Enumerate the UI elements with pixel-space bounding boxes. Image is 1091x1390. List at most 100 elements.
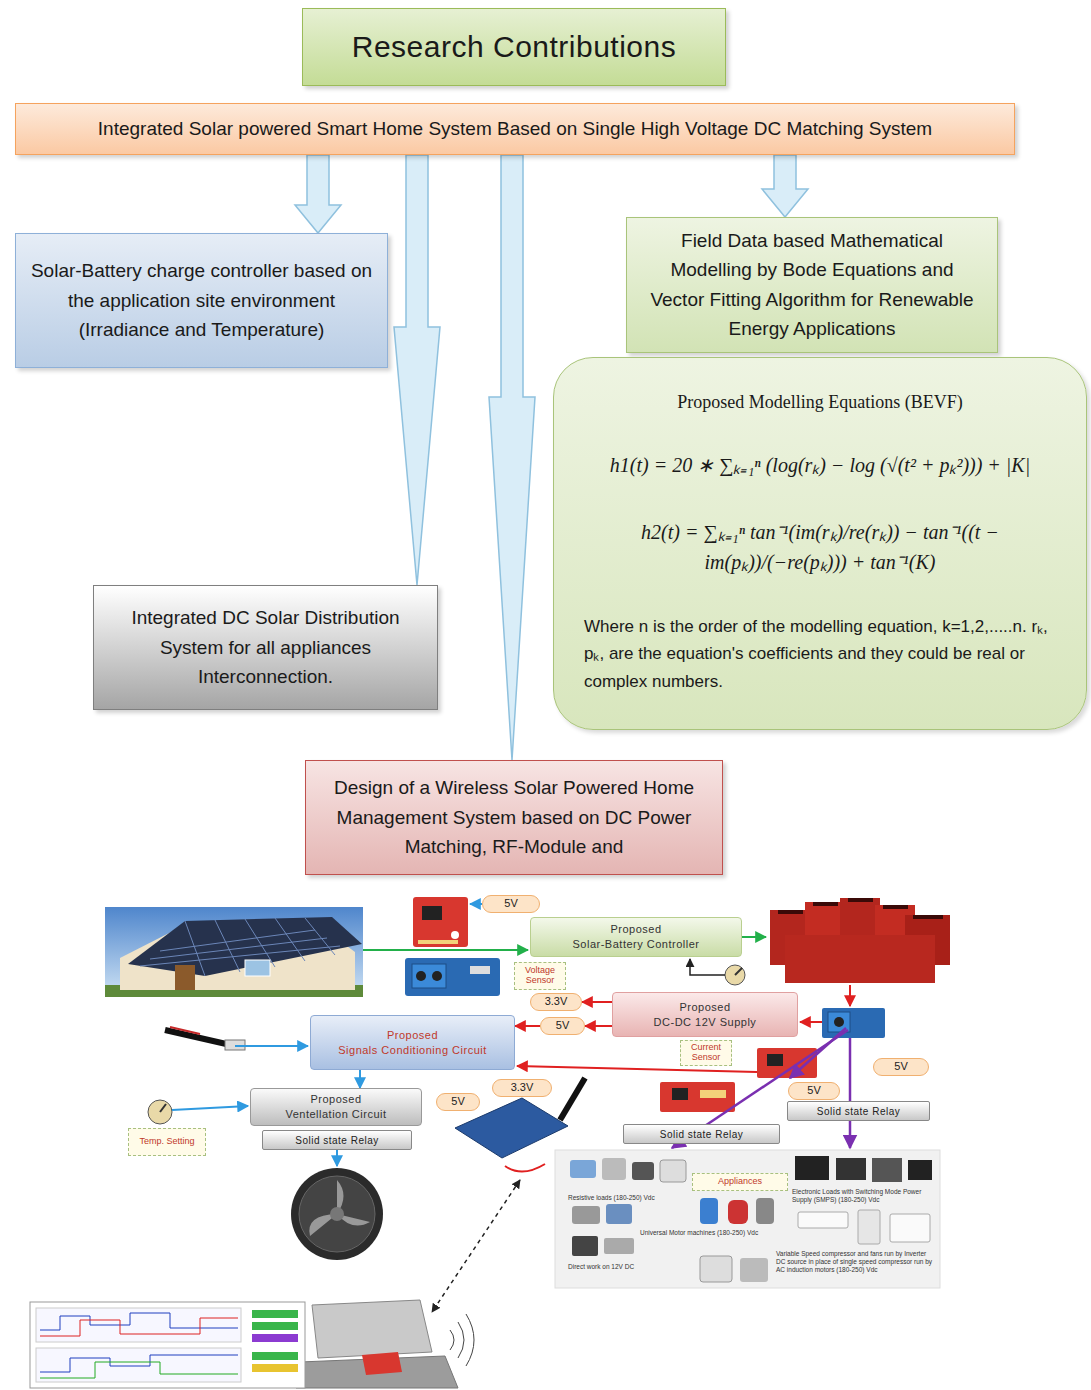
connector-arrow: [515, 1025, 540, 1027]
monitoring-chart: [40, 1313, 238, 1330]
variable-resistor: [725, 965, 745, 985]
node-text: Where n is the order of the modelling eq…: [584, 613, 1056, 695]
sensor-board: [413, 897, 468, 947]
battery-bank: [785, 935, 935, 983]
appliance-collage: [740, 1258, 768, 1282]
contribution-box: Integrated DC Solar Distribution System …: [93, 585, 438, 710]
sensor-board: [422, 906, 442, 920]
current-sensor-board: [660, 1082, 735, 1112]
laptop-picture: [296, 1300, 474, 1388]
voltage-sensor-board: [416, 971, 426, 981]
node-text: Proposed: [387, 1028, 438, 1043]
relay-box: Solid state Relay: [262, 1130, 412, 1150]
fan-picture: [291, 1168, 383, 1260]
appliance-collage: [728, 1200, 748, 1224]
appliance-collage: [795, 1156, 829, 1180]
appliance-collage: [798, 1212, 848, 1228]
xbee-module: [432, 1180, 520, 1312]
node-text: Proposed: [310, 1092, 361, 1107]
connector-arrow: [489, 155, 535, 760]
temperature-knob: [148, 1100, 172, 1124]
connector-arrow: [295, 155, 341, 233]
node-text: h2(t) = ∑ₖ₌₁ⁿ tan⁻¹(im(rₖ)/re(rₖ)) − tan…: [584, 517, 1056, 577]
node-text: Signals Conditioning Circuit: [338, 1043, 487, 1058]
battery-bank: [770, 898, 950, 983]
current-sensor-board: [672, 1088, 688, 1100]
appliance-collage: [700, 1198, 718, 1224]
monitoring-chart: [252, 1322, 298, 1330]
appliance-collage: [602, 1158, 626, 1180]
node-text: Solid state Relay: [817, 1105, 901, 1118]
terminal-module: [822, 1008, 885, 1038]
voltage-tag: 5V: [482, 895, 540, 913]
temperature-knob: [160, 1104, 166, 1112]
node-text: Field Data based Mathematical Modelling …: [641, 226, 983, 344]
monitoring-chart: [30, 1302, 305, 1388]
signal-wire: [690, 959, 725, 975]
appliance-note: Universal Motor machines (180-250) Vdc: [640, 1229, 770, 1237]
voltage-sensor-board: [405, 958, 500, 996]
signal-wire: [849, 985, 851, 1006]
appliance-note: Variable Speed compressor and fans run b…: [776, 1250, 936, 1274]
node-text: DC-DC 12V Supply: [654, 1015, 757, 1030]
node-text: Appliances: [718, 1177, 762, 1187]
supply-box: ProposedDC-DC 12V Supply: [612, 992, 798, 1037]
laptop-picture: [450, 1314, 474, 1366]
sensor-board: [413, 897, 468, 947]
signal-wire: [849, 1038, 852, 1148]
signal-wire: [172, 1106, 248, 1110]
monitoring-chart: [40, 1355, 238, 1372]
circuit-box: ProposedVentellation Circuit: [250, 1088, 422, 1126]
appliance-collage: [572, 1236, 598, 1256]
appliance-collage: [570, 1160, 596, 1178]
signal-wire: [790, 1028, 846, 1078]
node-text: Research Contributions: [352, 24, 677, 71]
circuit-box: ProposedSignals Conditioning Circuit: [310, 1015, 515, 1070]
appliance-collage: [756, 1198, 774, 1224]
appliance-collage: [604, 1238, 634, 1254]
voltage-sensor-board: [470, 966, 490, 974]
node-text: Proposed Modelling Equations (BEVF): [584, 392, 1056, 413]
controller-box: ProposedSolar-Battery Controller: [530, 917, 742, 957]
node-text: 5V: [807, 1084, 820, 1098]
node-text: h1(t) = 20 ∗ ∑ₖ₌₁ⁿ (log(rₖ) − log (√(t² …: [584, 450, 1056, 480]
temperature-probe: [165, 1027, 245, 1050]
node-text: 3.3V: [545, 995, 568, 1009]
xbee-module: [505, 1164, 545, 1172]
appliance-collage: [890, 1214, 930, 1242]
node-text: Proposed: [679, 1000, 730, 1015]
relay-box: Solid state Relay: [623, 1124, 780, 1144]
monitoring-chart: [252, 1310, 298, 1318]
appliance-note: Resistive loads (180-250) Vdc: [568, 1194, 686, 1202]
solar-house-photo: [105, 907, 363, 997]
contribution-box: Design of a Wireless Solar Powered Home …: [305, 760, 723, 875]
node-text: 5V: [504, 897, 517, 911]
monitoring-chart: [40, 1362, 238, 1378]
appliance-collage: [555, 1150, 940, 1288]
terminal-module: [834, 1017, 844, 1027]
sensor-tag: Current Sensor: [680, 1040, 732, 1066]
fan-picture: [309, 1180, 370, 1236]
signal-wire: [363, 949, 528, 951]
voltage-tag: 5V: [436, 1093, 480, 1111]
monitoring-chart: [252, 1364, 298, 1372]
node-text: Integrated DC Solar Distribution System …: [108, 603, 423, 691]
monitoring-chart: [252, 1352, 298, 1360]
voltage-tag: 5V: [540, 1017, 585, 1035]
appliance-collage: [700, 1256, 732, 1282]
appliance-collage: [872, 1158, 902, 1182]
node-text: Proposed: [610, 922, 661, 937]
signal-wire: [336, 1150, 338, 1166]
solar-house-photo: [128, 917, 362, 976]
node-text: Solid state Relay: [660, 1128, 744, 1141]
solar-house-photo: [175, 965, 195, 990]
sensor-tag: Voltage Sensor: [514, 962, 566, 990]
appliance-collage: [908, 1160, 932, 1180]
solar-house-photo: [140, 918, 340, 976]
voltage-sensor-board: [432, 971, 442, 981]
appliance-collage: [606, 1204, 632, 1224]
node-text: Voltage Sensor: [518, 966, 562, 986]
connector-arrow: [394, 155, 440, 585]
fan-picture: [291, 1168, 383, 1260]
contribution-box: Field Data based Mathematical Modelling …: [626, 217, 998, 353]
